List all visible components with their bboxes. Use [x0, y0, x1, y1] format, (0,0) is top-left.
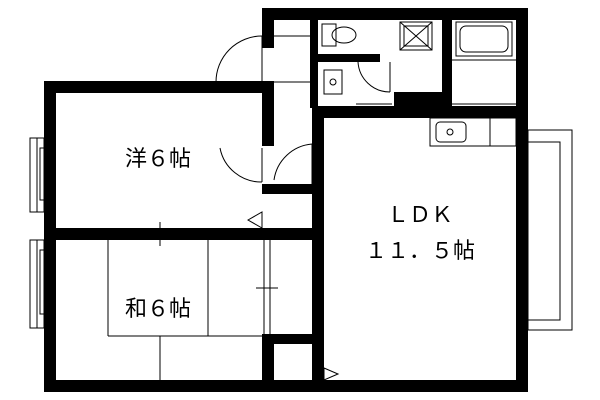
- wall-corridor-3: [262, 344, 274, 392]
- wall-toilet-south: [318, 54, 380, 62]
- western-room-label: 洋６帖: [125, 147, 191, 172]
- ldk-room-name: ＬＤＫ: [387, 203, 453, 228]
- wall-top-left: [44, 81, 274, 93]
- japanese-room-label: 和６帖: [125, 297, 191, 322]
- ldk-room-size: １１．５帖: [365, 239, 475, 264]
- toilet: [321, 23, 337, 47]
- wall-toilet-east: [310, 8, 318, 108]
- wash-basin: [323, 69, 343, 95]
- ldk-door: [273, 143, 313, 181]
- washer-pan: [399, 21, 433, 51]
- wall-wash-stub: [394, 92, 444, 108]
- wall-entry-east: [262, 8, 274, 48]
- wall-top-right: [262, 8, 528, 20]
- wall-wash-east: [442, 8, 452, 118]
- wall-ldk-north: [312, 106, 528, 118]
- kitchen-counter: [429, 117, 517, 147]
- fixtures: [29, 21, 573, 381]
- wall-western-south: [44, 228, 324, 240]
- walls: [44, 8, 528, 392]
- wall-right: [516, 8, 528, 392]
- wall-western-east: [262, 86, 274, 146]
- western-door: [219, 147, 263, 183]
- bathtub: [455, 21, 513, 57]
- wall-bottom: [44, 380, 528, 392]
- entrance-door: [215, 35, 263, 83]
- wall-corridor-2: [262, 334, 324, 344]
- wall-corridor-1: [262, 184, 324, 194]
- window-ldk: [527, 129, 573, 331]
- wall-ldk-west: [312, 106, 324, 392]
